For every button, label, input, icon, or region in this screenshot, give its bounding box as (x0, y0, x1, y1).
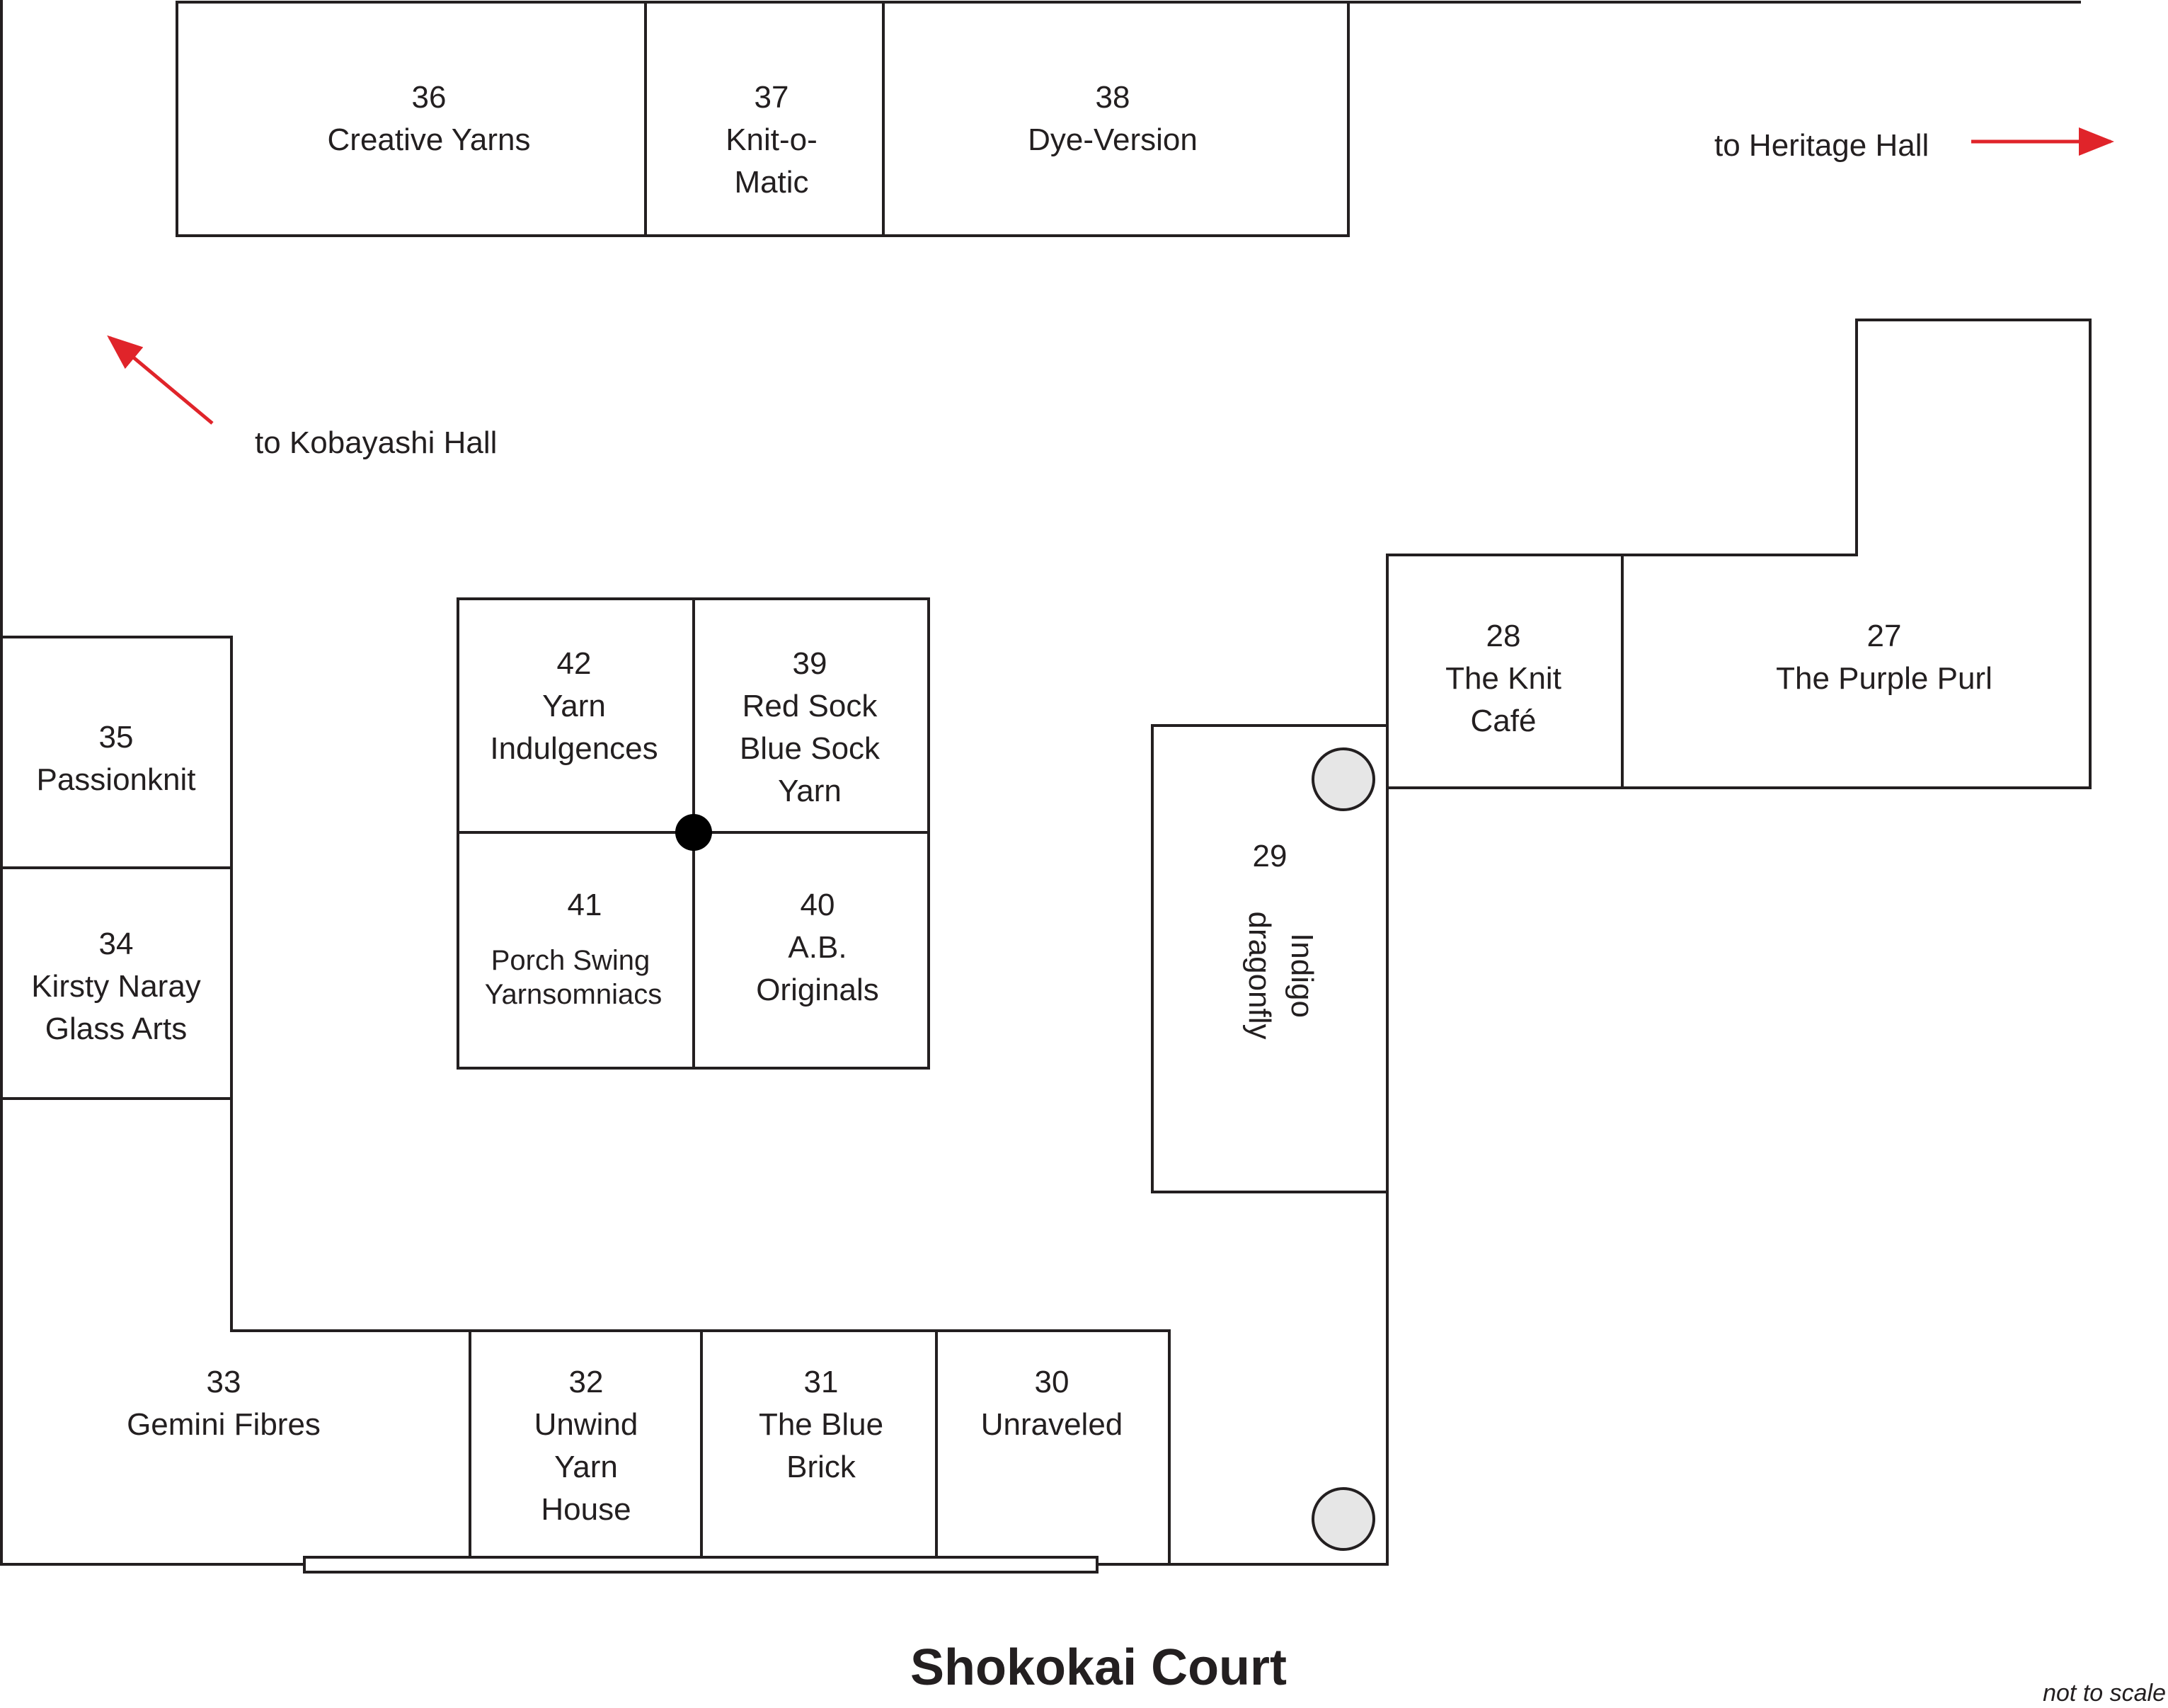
booth-number: 35 (99, 720, 134, 755)
booth-name: Unwind (534, 1407, 638, 1442)
booth-name: Red Sock (742, 689, 878, 723)
booth-name: A.B. (788, 930, 847, 965)
booth-name: The Purple Purl (1776, 661, 1992, 696)
booth-name: Glass Arts (45, 1011, 188, 1046)
booth-number: 42 (557, 646, 592, 681)
booth-name: Passionknit (36, 762, 195, 797)
booth-41[interactable]: 41 Porch Swing Yarnsomniacs (457, 831, 695, 1070)
booth-31[interactable]: 31 The Blue Brick (700, 1329, 938, 1559)
booth-name: Yarn (778, 774, 842, 808)
booth-38[interactable]: 38 Dye-Version (882, 1, 1350, 237)
booth-36[interactable]: 36 Creative Yarns (176, 1, 647, 237)
booth-name: Café (1471, 704, 1537, 738)
booth-name: Knit-o- (725, 122, 818, 157)
booth-number: 30 (1035, 1365, 1069, 1399)
booth-name: Blue Sock (740, 731, 881, 766)
booth-40[interactable]: 40 A.B. Originals (692, 831, 930, 1070)
booth-name: Unraveled (981, 1407, 1123, 1442)
booth-number: 32 (569, 1365, 604, 1399)
booth-30[interactable]: 30 Unraveled (935, 1329, 1171, 1566)
booth-number: 28 (1486, 619, 1521, 653)
booth-28[interactable]: 28 The Knit Café (1386, 554, 1624, 789)
pillar-icon (1312, 747, 1375, 811)
booth-number: 40 (801, 888, 835, 922)
booth-name: Kirsty Naray (31, 969, 201, 1004)
booth-number: 31 (804, 1365, 839, 1399)
entrance-mat-front (303, 1556, 1099, 1574)
booth-35[interactable]: 35 Passionknit (0, 636, 233, 869)
booth-name: Indulgences (490, 731, 658, 766)
booth-name: Creative Yarns (328, 122, 531, 157)
booth-number: 41 (568, 888, 602, 922)
booth-number: 34 (99, 927, 134, 961)
booth-name: Indigo (1285, 933, 1319, 1018)
direction-heritage-hall: to Heritage Hall (1714, 128, 1929, 163)
booth-name: Gemini Fibres (127, 1407, 321, 1442)
booth-name: Matic (734, 165, 808, 200)
booth-number: 29 (1253, 839, 1287, 873)
direction-kobayashi-hall: to Kobayashi Hall (255, 425, 497, 460)
booth-27[interactable]: 27 The Purple Purl (1621, 319, 2092, 789)
booth-37[interactable]: 37 Knit-o- Matic (644, 1, 885, 237)
booth-number: 33 (207, 1365, 241, 1399)
booth-33[interactable]: 33 Gemini Fibres (0, 1097, 471, 1566)
booth-number: 37 (755, 80, 789, 115)
booth-name: House (541, 1492, 631, 1527)
booth-name: Dye-Version (1028, 122, 1198, 157)
arrow-up-left-icon (107, 335, 214, 425)
booth-42[interactable]: 42 Yarn Indulgences (457, 597, 695, 834)
scale-note: not to scale (2043, 1680, 2166, 1707)
pillar-icon (1312, 1487, 1375, 1551)
booth-number: 27 (1867, 619, 1902, 653)
booth-39[interactable]: 39 Red Sock Blue Sock Yarn (692, 597, 930, 834)
center-post-icon (675, 814, 712, 851)
booth-name: Yarn (554, 1450, 618, 1484)
booth-32[interactable]: 32 Unwind Yarn House (469, 1329, 703, 1559)
booth-number: 39 (793, 646, 827, 681)
booth-name: Yarn (542, 689, 606, 723)
booth-name: dragonfly (1242, 911, 1277, 1039)
map-title: Shokokai Court (910, 1639, 1287, 1696)
booth-number: 36 (412, 80, 447, 115)
booth-name: Yarnsomniacs (485, 979, 662, 1010)
booth-34[interactable]: 34 Kirsty Naray Glass Arts (0, 866, 233, 1100)
booth-name: The Blue (759, 1407, 883, 1442)
booth-name: Porch Swing (491, 945, 650, 976)
booth-number: 38 (1096, 80, 1130, 115)
booth-name: The Knit (1445, 661, 1561, 696)
booth-name: Brick (786, 1450, 856, 1484)
booth-name: Originals (756, 973, 879, 1007)
